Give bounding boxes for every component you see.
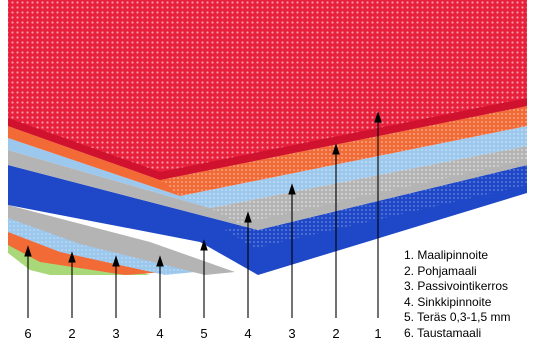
primer-upper-layer bbox=[8, 106, 527, 196]
passivation-upper-layer bbox=[8, 126, 527, 208]
legend-label: Passivointikerros bbox=[417, 279, 509, 294]
legend-number: 6. bbox=[404, 325, 415, 340]
legend-number: 2. bbox=[404, 263, 415, 278]
legend-label: Pohjamaali bbox=[417, 263, 477, 278]
callout-number-3: 3 bbox=[288, 326, 296, 341]
callout-number-2: 2 bbox=[332, 326, 340, 341]
arrow-head-2-lower bbox=[68, 251, 76, 263]
arrow-head-4-upper bbox=[244, 211, 252, 223]
legend-item: 4. Sinkkipinnoite bbox=[404, 295, 511, 311]
legend-label: Sinkkipinnoite bbox=[417, 294, 492, 309]
callout-number-5: 5 bbox=[200, 326, 208, 341]
layer-legend: 1. Maalipinnoite 2. Pohjamaali 3. Passiv… bbox=[404, 248, 511, 342]
callout-number-3: 3 bbox=[112, 326, 120, 341]
callout-number-6: 6 bbox=[24, 326, 32, 341]
legend-item: 1. Maalipinnoite bbox=[404, 248, 511, 264]
arrow-head-6 bbox=[24, 245, 32, 257]
callout-arrows bbox=[24, 111, 382, 318]
paint-coating-layer bbox=[8, 0, 527, 180]
zinc-lower-layer bbox=[8, 205, 235, 275]
legend-item: 5. Teräs 0,3-1,5 mm bbox=[404, 310, 511, 326]
arrow-head-3-upper bbox=[288, 183, 296, 195]
arrow-head-4-lower bbox=[156, 255, 164, 267]
arrow-head-5 bbox=[200, 239, 208, 251]
legend-number: 1. bbox=[404, 248, 415, 262]
legend-label: Taustamaali bbox=[417, 325, 482, 340]
legend-label: Maalipinnoite bbox=[417, 248, 489, 262]
arrow-head-1 bbox=[374, 111, 382, 123]
callout-number-1: 1 bbox=[374, 326, 382, 341]
zinc-upper-layer bbox=[8, 146, 527, 230]
legend-item: 3. Passivointikerros bbox=[404, 279, 511, 295]
arrow-head-2-upper bbox=[332, 143, 340, 155]
legend-number: 3. bbox=[404, 279, 415, 294]
legend-number: 5. bbox=[404, 310, 415, 325]
callout-number-4: 4 bbox=[244, 326, 252, 341]
legend-item: 2. Pohjamaali bbox=[404, 264, 511, 280]
arrow-head-3-lower bbox=[112, 255, 120, 267]
legend-number: 4. bbox=[404, 294, 415, 309]
legend-label: Teräs 0,3-1,5 mm bbox=[417, 310, 511, 325]
callout-number-4: 4 bbox=[156, 326, 164, 341]
callout-number-2: 2 bbox=[68, 326, 76, 341]
legend-item: 6. Taustamaali bbox=[404, 326, 511, 342]
